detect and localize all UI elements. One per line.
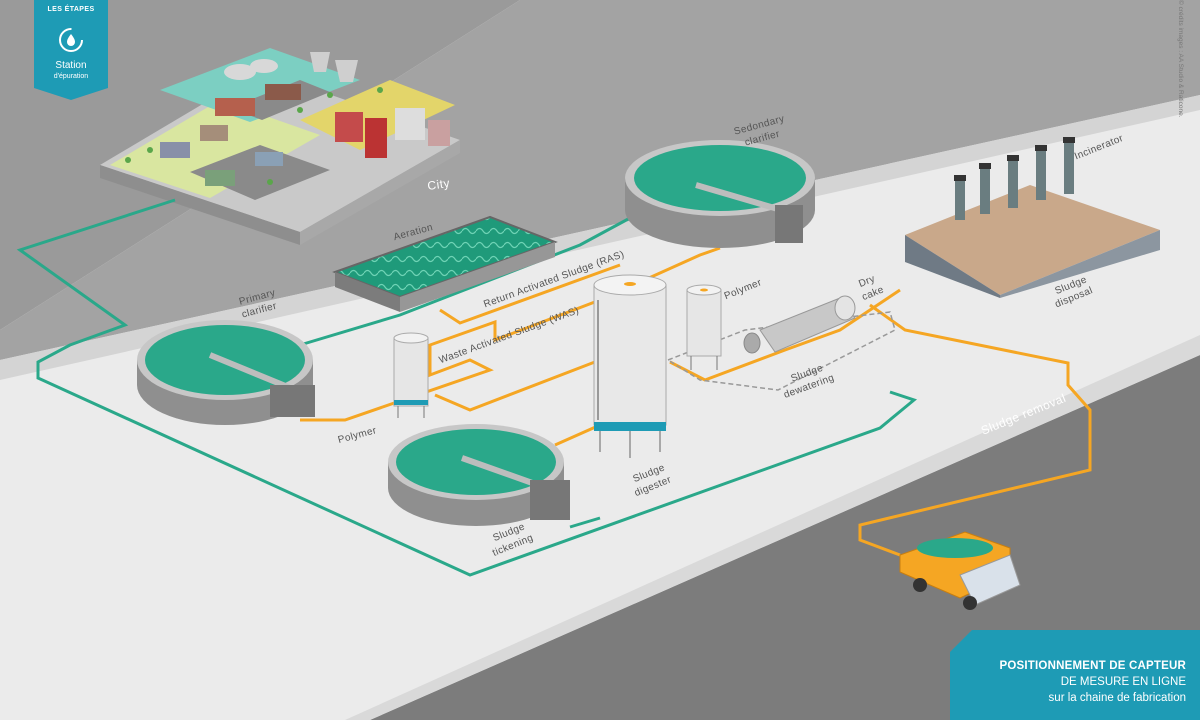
water-drop-cycle-icon: [59, 28, 83, 52]
polymer-silo-right: [686, 284, 722, 370]
city-building-5: [395, 108, 425, 140]
city-tank-1: [224, 64, 256, 80]
city-building-6: [428, 120, 450, 146]
bottom-sidewalk: [345, 335, 1200, 720]
info-line-2: DE MESURE EN LIGNE: [1060, 676, 1186, 688]
city-tank-2: [250, 59, 278, 73]
secondary-clarifier: [625, 140, 815, 248]
badge-section: LES ÉTAPES: [47, 6, 95, 13]
sludge-thickening-clarifier: [388, 424, 570, 526]
city-house-2: [200, 125, 228, 141]
label-city: City: [426, 176, 450, 193]
cooling-tower-1: [310, 52, 330, 72]
dump-truck: [899, 531, 1021, 610]
info-line-1: POSITIONNEMENT DE CAPTEUR: [999, 660, 1186, 672]
badge-title: Station: [55, 60, 87, 71]
city-house-3: [205, 170, 235, 186]
steps-badge: LES ÉTAPES Station d'épuration: [34, 0, 108, 100]
credits-text: © crédits images : AA Studio & Raticone.: [1177, 0, 1184, 118]
polymer-silo-left: [393, 332, 429, 418]
aeration-tank: [332, 215, 558, 312]
info-line-3: sur la chaine de fabrication: [1048, 692, 1186, 704]
city-house-1: [160, 142, 190, 158]
primary-clarifier: [137, 320, 315, 425]
city-building-4: [365, 118, 387, 158]
top-sidewalk: [0, 0, 1200, 380]
info-box: POSITIONNEMENT DE CAPTEUR DE MESURE EN L…: [950, 630, 1200, 720]
city-house-4: [255, 152, 283, 166]
incinerator-building: [905, 137, 1160, 298]
top-road-band: [0, 0, 1200, 360]
city-building-3: [335, 112, 363, 142]
sludge-digester: [593, 274, 667, 458]
dewatering-centrifuge: [743, 295, 856, 354]
badge-subtitle: d'épuration: [53, 73, 89, 80]
city-building-2: [265, 84, 301, 100]
city-building-1: [215, 98, 255, 116]
cooling-tower-2: [335, 60, 358, 82]
city-block: [100, 48, 460, 245]
dewatering-zone: [666, 311, 896, 391]
